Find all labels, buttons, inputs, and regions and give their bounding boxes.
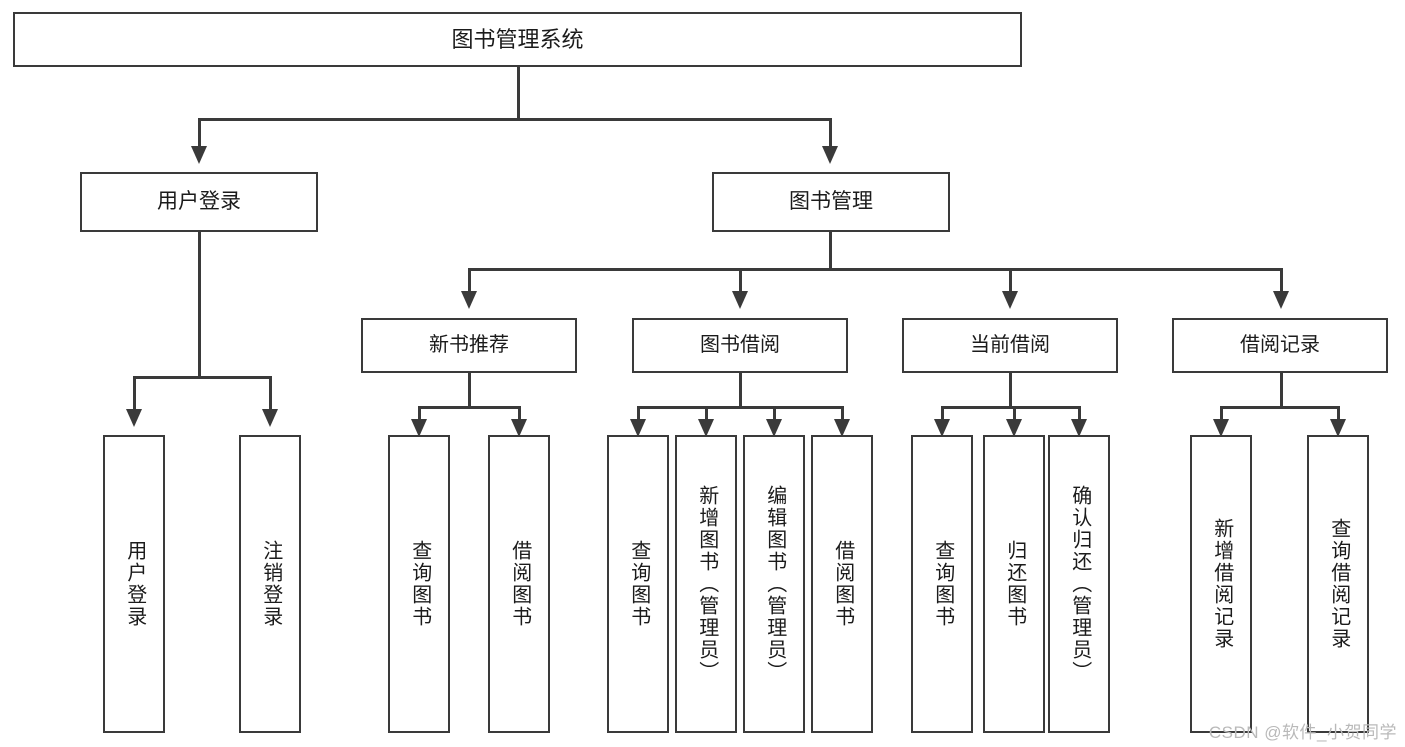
edge-book-borrow-stem [739, 373, 742, 408]
node-user-login[interactable]: 用户登录 [80, 172, 318, 232]
node-book-borrow[interactable]: 图书借阅 [632, 318, 848, 373]
edge-drop-g5-leaf2 [1337, 406, 1340, 431]
leaf-borrow-book-recommend[interactable]: 借阅图书 [488, 435, 550, 733]
arrowhead-g3-leaf3 [766, 419, 782, 437]
leaf-query-book-borrow[interactable]: 查询图书 [607, 435, 669, 733]
edge-level2-bus [468, 268, 1282, 271]
leaf-add-book-admin[interactable]: 新增图书（管理员） [675, 435, 737, 733]
arrowhead-borrow-record [1273, 291, 1289, 309]
node-borrow-record[interactable]: 借阅记录 [1172, 318, 1388, 373]
edge-borrow-record-bus [1220, 406, 1337, 409]
arrowhead-new-book [461, 291, 477, 309]
edge-drop-g3-leaf2 [705, 406, 708, 431]
edge-drop-g2-leaf2 [518, 406, 521, 431]
arrowhead-g5-leaf1 [1213, 419, 1229, 437]
arrowhead-g2-leaf1 [411, 419, 427, 437]
arrowhead-g4-leaf3 [1071, 419, 1087, 437]
leaf-borrow-book[interactable]: 借阅图书 [811, 435, 873, 733]
node-new-book-recommend[interactable]: 新书推荐 [361, 318, 577, 373]
arrowhead-g4-leaf2 [1006, 419, 1022, 437]
arrowhead-g2-leaf2 [511, 419, 527, 437]
edge-drop-borrow-record [1280, 268, 1283, 293]
node-book-management[interactable]: 图书管理 [712, 172, 950, 232]
csdn-watermark: CSDN @软件_小贺同学 [1208, 723, 1397, 742]
node-root-book-management-system[interactable]: 图书管理系统 [13, 12, 1022, 67]
arrowhead-book-management [822, 146, 838, 164]
leaf-return-book[interactable]: 归还图书 [983, 435, 1045, 733]
edge-root-stem [517, 67, 520, 118]
leaf-edit-book-admin[interactable]: 编辑图书（管理员） [743, 435, 805, 733]
edge-drop-g3-leaf4 [841, 406, 844, 431]
edge-book-borrow-bus [637, 406, 842, 409]
arrowhead-g3-leaf4 [834, 419, 850, 437]
edge-drop-current-borrow [1009, 268, 1012, 293]
edge-new-book-bus [418, 406, 521, 409]
arrowhead-current-borrow [1002, 291, 1018, 309]
edge-user-login-bus [133, 376, 271, 379]
edge-level1-bus [198, 118, 831, 121]
arrowhead-g5-leaf2 [1330, 419, 1346, 437]
edge-current-borrow-stem [1009, 373, 1012, 408]
edge-drop-new-book [468, 268, 471, 293]
edge-drop-user-login [198, 118, 201, 148]
edge-drop-g4-leaf2 [1013, 406, 1016, 431]
edge-drop-leaf-user-login [133, 376, 136, 411]
edge-drop-book-management [829, 118, 832, 148]
node-current-borrow[interactable]: 当前借阅 [902, 318, 1118, 373]
arrowhead-user-login [191, 146, 207, 164]
leaf-query-borrow-record[interactable]: 查询借阅记录 [1307, 435, 1369, 733]
edge-drop-g3-leaf3 [773, 406, 776, 431]
edge-new-book-stem [468, 373, 471, 408]
leaf-logout[interactable]: 注销登录 [239, 435, 301, 733]
edge-drop-g5-leaf1 [1220, 406, 1223, 431]
edge-drop-g4-leaf1 [941, 406, 944, 431]
arrowhead-book-borrow [732, 291, 748, 309]
leaf-user-login[interactable]: 用户登录 [103, 435, 165, 733]
leaf-query-book-current[interactable]: 查询图书 [911, 435, 973, 733]
edge-user-login-stem [198, 232, 201, 378]
edge-drop-g3-leaf1 [637, 406, 640, 431]
edge-drop-g2-leaf1 [418, 406, 421, 431]
edge-book-management-stem [829, 232, 832, 270]
leaf-query-book-recommend[interactable]: 查询图书 [388, 435, 450, 733]
arrowhead-leaf-user-login [126, 409, 142, 427]
arrowhead-g3-leaf2 [698, 419, 714, 437]
arrowhead-g4-leaf1 [934, 419, 950, 437]
edge-drop-book-borrow [739, 268, 742, 293]
arrowhead-g3-leaf1 [630, 419, 646, 437]
leaf-add-borrow-record[interactable]: 新增借阅记录 [1190, 435, 1252, 733]
arrowhead-leaf-logout [262, 409, 278, 427]
edge-borrow-record-stem [1280, 373, 1283, 408]
edge-current-borrow-bus [941, 406, 1078, 409]
edge-drop-g4-leaf3 [1078, 406, 1081, 431]
leaf-confirm-return-admin[interactable]: 确认归还（管理员） [1048, 435, 1110, 733]
edge-drop-leaf-logout [269, 376, 272, 411]
